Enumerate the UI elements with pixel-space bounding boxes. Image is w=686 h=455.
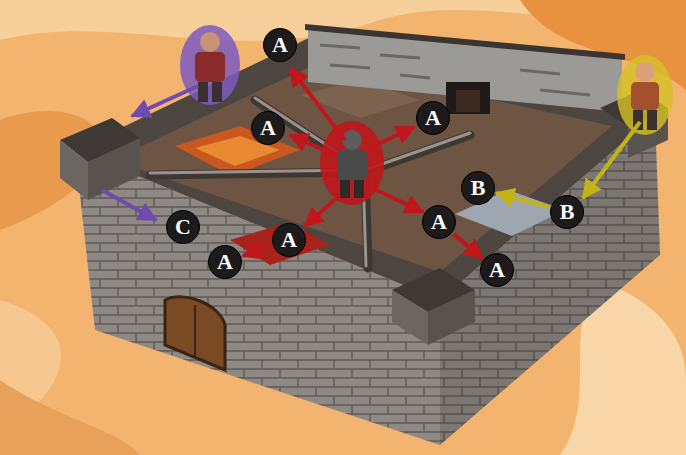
callout-letter: A bbox=[272, 34, 288, 56]
back-wall bbox=[305, 24, 625, 60]
back-wall bbox=[446, 82, 490, 114]
purple-hero bbox=[180, 25, 240, 105]
back-wall bbox=[456, 90, 480, 112]
purple-hero bbox=[212, 82, 222, 102]
callout-circle: C bbox=[166, 210, 200, 244]
red-warrior bbox=[320, 121, 384, 205]
red-warrior bbox=[354, 180, 364, 198]
purple-hero bbox=[180, 25, 240, 105]
red-warrior bbox=[340, 180, 350, 198]
move-arrows bbox=[583, 122, 640, 198]
callout-letter: C bbox=[175, 216, 191, 238]
move-arrow bbox=[454, 234, 483, 258]
move-arrow bbox=[496, 193, 548, 207]
callout-circle: A bbox=[272, 223, 306, 257]
red-warrior bbox=[320, 121, 384, 205]
move-arrows bbox=[102, 190, 156, 220]
callout-letter: A bbox=[217, 251, 233, 273]
callout-circle: B bbox=[550, 195, 584, 229]
purple-hero bbox=[195, 52, 225, 82]
callout-circle: A bbox=[208, 245, 242, 279]
castle-gate bbox=[194, 305, 196, 357]
corner-towers bbox=[392, 290, 428, 345]
yellow-hero bbox=[647, 110, 657, 130]
purple-hero bbox=[200, 32, 220, 52]
move-arrows bbox=[290, 135, 335, 155]
corner-towers bbox=[428, 290, 475, 345]
castle-gate bbox=[165, 297, 225, 370]
callout-circle: B bbox=[461, 171, 495, 205]
corner-towers bbox=[88, 138, 140, 200]
callout-circle: A bbox=[263, 28, 297, 62]
yellow-hero bbox=[635, 62, 655, 82]
castle-floor bbox=[230, 222, 330, 265]
move-arrow bbox=[243, 246, 271, 256]
castle-gate bbox=[165, 297, 225, 370]
callout-circle: A bbox=[251, 111, 285, 145]
callout-circle: A bbox=[416, 101, 450, 135]
corner-towers bbox=[60, 90, 668, 345]
callout-letter: B bbox=[471, 177, 486, 199]
yellow-hero bbox=[617, 55, 673, 135]
move-arrows bbox=[305, 195, 340, 226]
move-arrows bbox=[132, 86, 198, 116]
desert-background bbox=[0, 380, 140, 455]
yellow-hero bbox=[631, 82, 659, 110]
callout-letter: A bbox=[281, 229, 297, 251]
purple-hero bbox=[198, 82, 208, 102]
move-arrows bbox=[290, 68, 345, 140]
corner-towers bbox=[60, 140, 88, 200]
callout-circle: A bbox=[480, 253, 514, 287]
callout-letter: A bbox=[425, 107, 441, 129]
callout-letter: A bbox=[431, 211, 447, 233]
move-arrows bbox=[370, 127, 414, 148]
back-wall bbox=[305, 24, 625, 114]
red-warrior bbox=[337, 150, 367, 180]
callout-circle: A bbox=[422, 205, 456, 239]
callout-letter: A bbox=[489, 259, 505, 281]
callout-letter: A bbox=[260, 117, 276, 139]
move-arrows bbox=[372, 188, 423, 212]
yellow-hero bbox=[617, 55, 673, 135]
callout-letter: B bbox=[560, 201, 575, 223]
castle-inner-walls bbox=[150, 98, 470, 268]
